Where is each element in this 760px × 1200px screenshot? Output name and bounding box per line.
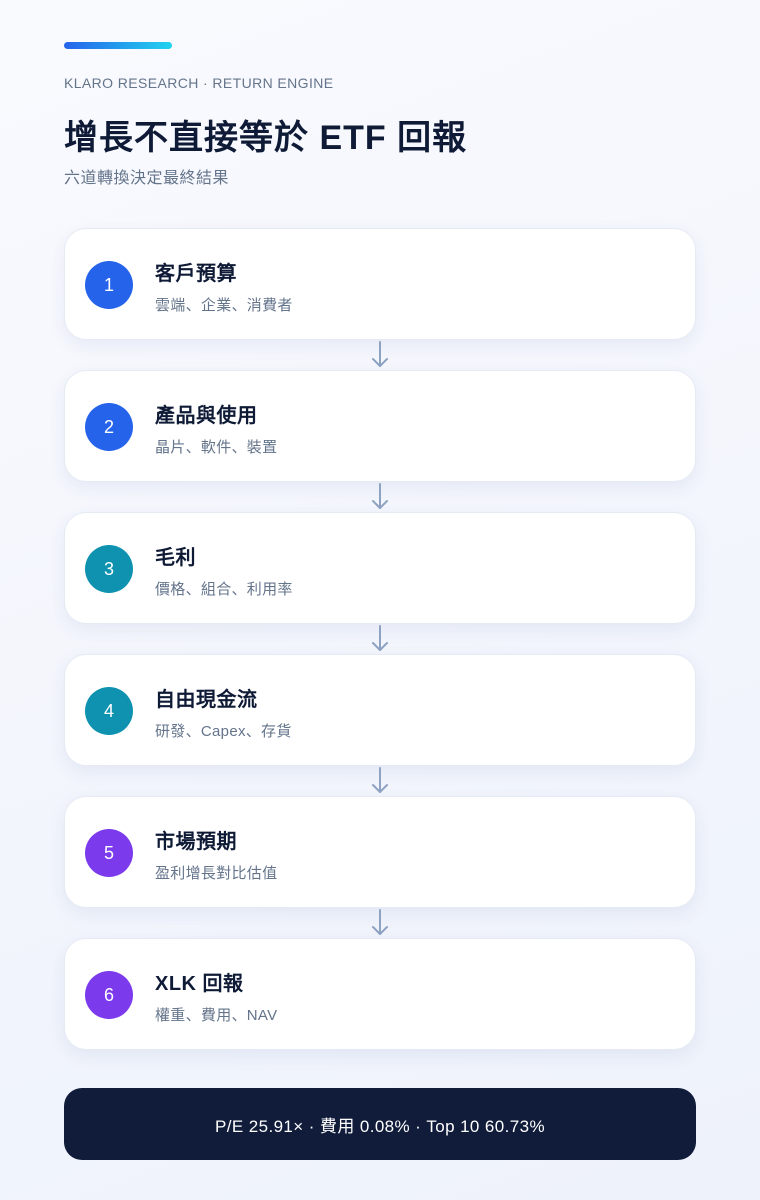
flow-connector <box>64 482 696 512</box>
step-card: 4 自由現金流研發、Capex、存貨 <box>64 654 696 766</box>
flow-connector <box>64 340 696 370</box>
step-description: 晶片、軟件、裝置 <box>155 439 278 456</box>
step-number-badge: 3 <box>85 545 133 593</box>
arrow-down-icon <box>372 483 388 509</box>
eyebrow-label: KLARO RESEARCH · RETURN ENGINE <box>64 75 334 91</box>
step-title: XLK 回報 <box>155 973 244 995</box>
step-number-badge: 5 <box>85 829 133 877</box>
flow-connector <box>64 908 696 938</box>
step-title: 毛利 <box>155 547 196 569</box>
arrow-down-icon <box>372 767 388 793</box>
step-card: 3 毛利價格、組合、利用率 <box>64 512 696 624</box>
step-title: 自由現金流 <box>155 689 258 711</box>
step-description: 雲端、企業、消費者 <box>155 297 293 314</box>
arrow-down-icon <box>372 625 388 651</box>
step-description: 盈利增長對比估值 <box>155 865 278 882</box>
arrow-down-icon <box>372 909 388 935</box>
process-flow: 1 客戶預算雲端、企業、消費者 2 產品與使用晶片、軟件、裝置 3 毛利價格、組合、利用率… <box>64 228 696 1050</box>
page-subtitle: 六道轉換決定最終結果 <box>64 170 230 187</box>
step-title: 市場預期 <box>155 831 237 853</box>
step-title: 客戶預算 <box>155 263 237 285</box>
step-card: 2 產品與使用晶片、軟件、裝置 <box>64 370 696 482</box>
flow-connector <box>64 766 696 796</box>
step-description: 價格、組合、利用率 <box>155 581 293 598</box>
flow-connector <box>64 624 696 654</box>
step-card: 6 XLK 回報權重、費用、NAV <box>64 938 696 1050</box>
step-number-badge: 1 <box>85 261 133 309</box>
page-title: 增長不直接等於 ETF 回報 <box>64 119 468 157</box>
step-title: 產品與使用 <box>155 405 258 427</box>
step-number-badge: 2 <box>85 403 133 451</box>
metrics-summary-bar: P/E 25.91× · 費用 0.08% · Top 10 60.73% <box>64 1088 696 1160</box>
step-number-badge: 6 <box>85 971 133 1019</box>
arrow-down-icon <box>372 341 388 367</box>
step-card: 1 客戶預算雲端、企業、消費者 <box>64 228 696 340</box>
step-description: 權重、費用、NAV <box>155 1007 278 1024</box>
accent-bar <box>64 42 172 49</box>
step-number-badge: 4 <box>85 687 133 735</box>
step-card: 5 市場預期盈利增長對比估值 <box>64 796 696 908</box>
metrics-summary-text: P/E 25.91× · 費用 0.08% · Top 10 60.73% <box>215 1116 545 1136</box>
step-description: 研發、Capex、存貨 <box>155 723 292 740</box>
